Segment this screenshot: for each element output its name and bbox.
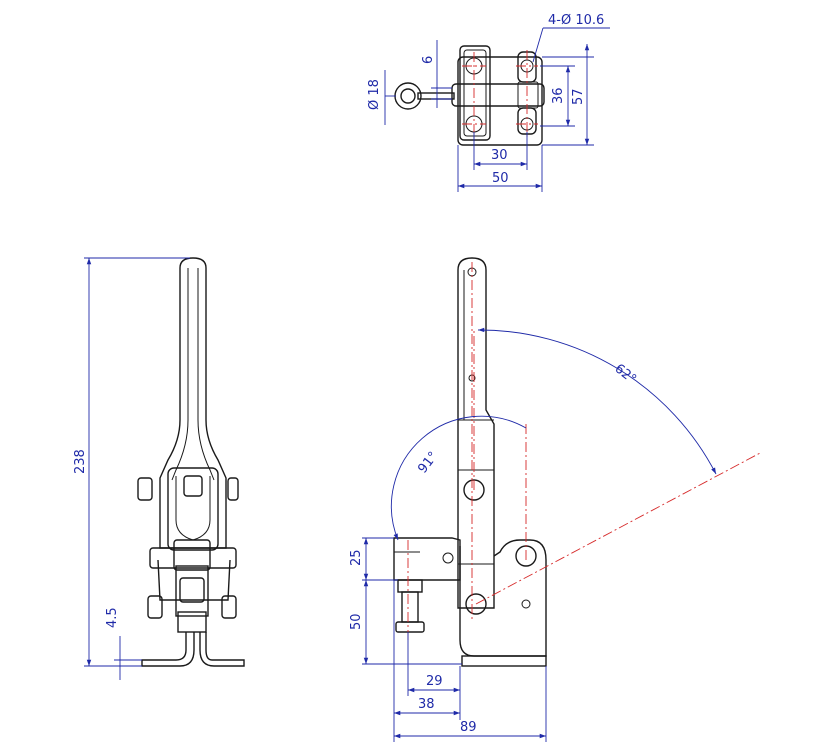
spindle-diameter-label: Ø 18 <box>367 79 382 110</box>
dim-50-top-label: 50 <box>492 171 509 186</box>
top-spindle-rod <box>417 92 455 100</box>
dim-57-label: 57 <box>571 88 586 105</box>
side-view: 91° 62° 25 50 29 38 89 <box>349 257 763 742</box>
top-view: 4-Ø 10.6 Ø 18 6 36 57 30 50 <box>367 13 610 192</box>
front-side-bolt <box>137 477 153 501</box>
top-clamp-block <box>459 45 491 141</box>
dim-89-label: 89 <box>460 720 477 735</box>
dim-29-label: 29 <box>426 674 443 689</box>
top-cross-bar <box>451 83 545 107</box>
spindle-washer <box>394 82 422 110</box>
dim-36-label: 36 <box>551 87 566 104</box>
dim-30-label: 30 <box>491 148 508 163</box>
angle-91-label: 91° <box>415 449 441 476</box>
dim-238-label: 238 <box>73 449 88 474</box>
angle-62-label: 62° <box>612 361 639 387</box>
front-handle <box>159 257 227 549</box>
front-view: 238 4.5 <box>73 257 245 680</box>
dim-4-5-label: 4.5 <box>105 607 120 628</box>
dim-25-label: 25 <box>349 549 364 566</box>
dim-38-label: 38 <box>418 697 435 712</box>
front-side-bolt <box>227 477 239 501</box>
hole-callout-label: 4-Ø 10.6 <box>548 13 604 28</box>
dim-6-label: 6 <box>421 56 436 64</box>
top-base-plate <box>457 56 543 146</box>
dim-50-side-label: 50 <box>349 613 364 630</box>
side-handle <box>457 257 495 609</box>
